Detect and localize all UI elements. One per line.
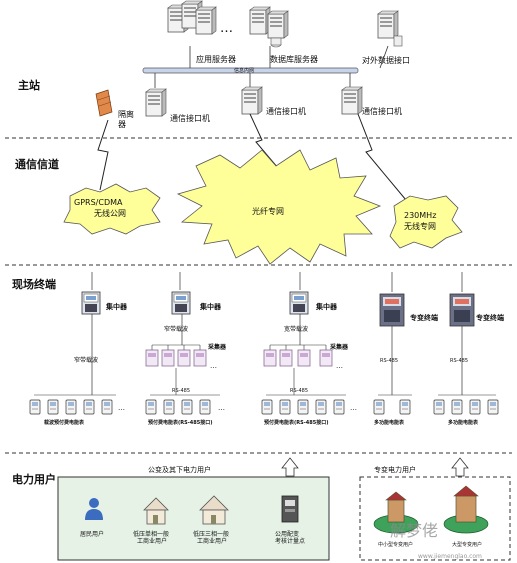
house-icon-1 <box>143 497 169 525</box>
field-links <box>91 272 463 395</box>
section-dividers <box>5 137 512 454</box>
ellipsis-label: … <box>220 21 233 36</box>
low-single-line2: 工商业用户 <box>137 537 167 545</box>
concentrator-1 <box>81 291 101 315</box>
rs485-label-d: RS-485 <box>450 358 468 364</box>
meter-dots-2: … <box>218 404 225 412</box>
db-server-label: 数据库服务器 <box>270 54 318 64</box>
external-server <box>377 10 403 47</box>
collector-label-1: 采集器 <box>208 343 227 351</box>
comm-machine-label-1: 通信接口机 <box>170 113 210 123</box>
public-users-label: 公变及其下电力用户 <box>148 465 211 474</box>
db-server-group <box>249 6 289 48</box>
watermark-text: 解梦佬 <box>390 521 438 540</box>
collector-dots-1: … <box>210 362 217 370</box>
gprs-cloud <box>63 183 161 235</box>
concentrator-3 <box>289 291 309 315</box>
collector-bus-3 <box>269 344 327 395</box>
external-interface-label: 对外数据接口 <box>362 55 410 65</box>
watermark-url: www.jiemenglao.com <box>418 553 482 560</box>
meters-label-2: 预付费电能表(RS-485接口) <box>148 419 213 426</box>
mhz-cloud <box>389 195 463 249</box>
gprs-label-line1: GPRS/CDMA <box>74 198 123 207</box>
small-special-label: 中小型专变用户 <box>378 541 413 548</box>
concentrator-label-1: 集中器 <box>105 302 128 311</box>
wideband-label: 宽带载波 <box>284 325 308 333</box>
comm-machine-label-3: 通信接口机 <box>362 106 402 116</box>
meters-group-2 <box>145 399 211 415</box>
collector-group-2 <box>145 349 207 367</box>
resident-label: 居民用户 <box>80 530 104 538</box>
low-three-label: 低压三相一般工商业用户 <box>193 530 229 545</box>
info-bus <box>142 67 359 74</box>
collector-bus-2 <box>151 344 201 395</box>
isolator-label-line1: 隔离 <box>118 109 134 119</box>
meter-dots-1: … <box>118 404 125 412</box>
low-single-line1: 低压单相一般 <box>133 530 169 538</box>
meters-group-4 <box>373 399 411 415</box>
section-channel-label: 通信信道 <box>15 157 59 171</box>
public-meter-icon <box>281 495 299 523</box>
comm-server-2 <box>241 86 263 115</box>
small-special-icon <box>373 491 419 534</box>
special-terminal-1 <box>379 293 405 327</box>
fiber-network-starburst <box>176 149 382 265</box>
upload-arrows <box>281 457 469 477</box>
info-bus-label: 信息内网 <box>234 67 254 74</box>
special-terminal-2 <box>449 293 475 327</box>
meters-group-3 <box>261 399 345 415</box>
bus-links <box>154 45 389 88</box>
collector-label-2: 采集器 <box>330 343 349 351</box>
app-server-label: 应用服务器 <box>196 54 236 64</box>
isolator-firewall-icon <box>95 89 113 117</box>
concentrator-label-3: 集中器 <box>315 302 338 311</box>
watermark: 解梦佬 www.jiemenglao.com <box>390 521 482 560</box>
meters-label-1: 载波预付费电能表 <box>44 419 85 426</box>
concentrator-2 <box>171 291 191 315</box>
special-users-label: 专变电力用户 <box>374 465 416 474</box>
isolator-label: 隔离器 <box>118 109 134 129</box>
narrowband-label-2: 窄带载波 <box>164 325 188 333</box>
meter-dots-3: … <box>350 404 357 412</box>
isolator-label-line2: 器 <box>118 120 126 129</box>
meters-group-1 <box>29 399 113 415</box>
concentrator-label-2: 集中器 <box>199 302 222 311</box>
meters-label-4: 多功能电能表 <box>374 419 405 426</box>
meters-group-5 <box>433 399 499 415</box>
low-three-line2: 工商业用户 <box>197 537 227 545</box>
special-terminal-label-1: 专变终端 <box>410 313 438 322</box>
meters-label-3: 预付费电能表(RS-485接口) <box>264 419 329 426</box>
rs485-label-c: RS-485 <box>380 358 398 364</box>
mhz-label-line1: 230MHz <box>404 211 436 220</box>
section-master-label: 主站 <box>18 78 40 92</box>
public-meter-line1: 公用配变 <box>275 530 299 538</box>
mhz-label-line2: 无线专网 <box>404 221 436 231</box>
public-meter-line2: 考核计量点 <box>275 537 305 545</box>
fiber-label: 光纤专网 <box>252 206 284 216</box>
house-icon-2 <box>199 495 229 525</box>
comm-server-1 <box>145 88 167 117</box>
special-terminal-label-2: 专变终端 <box>476 313 504 322</box>
collector-group-3 <box>263 349 333 367</box>
comm-server-3 <box>341 86 363 115</box>
rs485-label-a: RS-485 <box>172 388 190 394</box>
narrowband-label-1: 窄带载波 <box>74 356 98 364</box>
section-users-label: 电力用户 <box>12 472 56 486</box>
rs485-label-b: RS-485 <box>290 388 308 394</box>
large-special-label: 大型专变用户 <box>452 541 482 548</box>
low-single-label: 低压单相一般工商业用户 <box>133 530 169 545</box>
section-field-label: 现场终端 <box>12 277 56 291</box>
collector-dots-2: … <box>336 362 343 370</box>
app-server-group <box>167 0 217 35</box>
resident-user-icon <box>85 498 103 520</box>
meters-label-5: 多功能电能表 <box>448 419 479 426</box>
large-special-icon <box>443 485 489 534</box>
gprs-label-line2: 无线公网 <box>94 208 126 218</box>
wireless-links <box>97 113 407 201</box>
public-meter-label: 公用配变考核计量点 <box>275 530 305 545</box>
low-three-line1: 低压三相一般 <box>193 530 229 538</box>
comm-machine-label-2: 通信接口机 <box>266 106 306 116</box>
